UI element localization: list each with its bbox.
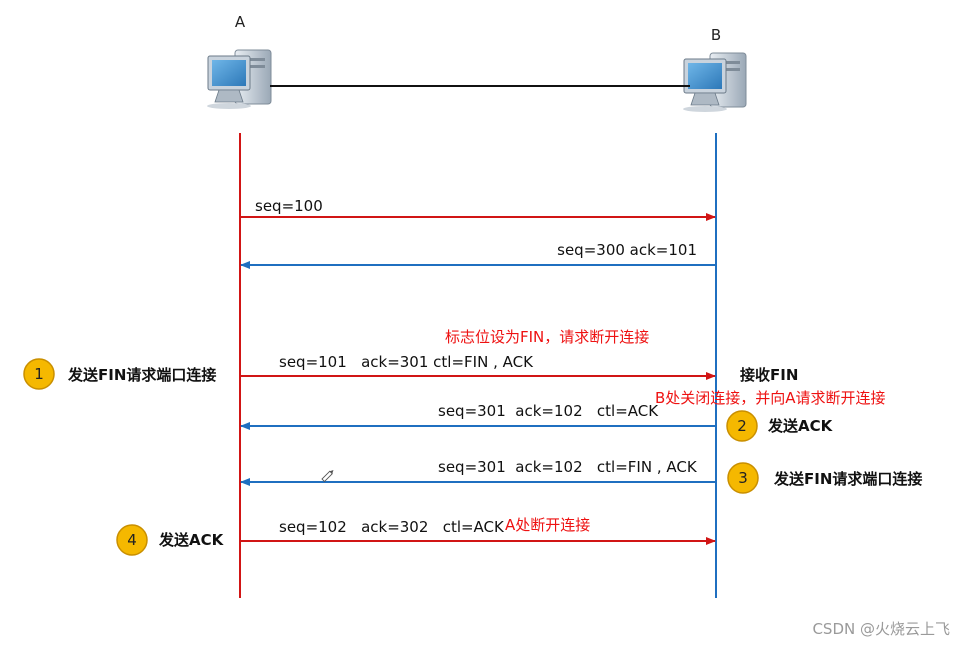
message-label: seq=100 — [255, 197, 323, 215]
step-label: 发送FIN请求端口连接 — [773, 470, 922, 488]
step-badge — [116, 524, 148, 556]
watermark: CSDN @火烧云上飞 — [812, 620, 950, 638]
step-1: 1 发送FIN请求端口连接 — [23, 358, 216, 390]
step-number: 1 — [34, 365, 44, 383]
b-close-note: B处关闭连接，并向A请求断开连接 — [655, 389, 886, 407]
step-label: 发送ACK — [767, 417, 834, 435]
step-badge — [726, 410, 758, 442]
step-badge — [23, 358, 55, 390]
step-3: 3 发送FIN请求端口连接 — [727, 462, 922, 494]
message-label: seq=301 ack=102 ctl=ACK — [438, 402, 659, 420]
computer-b-icon — [683, 52, 747, 112]
step-label: 发送FIN请求端口连接 — [67, 366, 216, 384]
step-number: 3 — [738, 469, 748, 487]
pencil-cursor-icon — [321, 469, 334, 483]
message-label: seq=101 ack=301 ctl=FIN , ACK — [279, 353, 534, 371]
step-badge — [727, 462, 759, 494]
host-a-label: A — [235, 13, 246, 31]
message-label: seq=301 ack=102 ctl=FIN , ACK — [438, 458, 698, 476]
step-label: 发送ACK — [158, 531, 225, 549]
step-number: 4 — [127, 531, 137, 549]
computer-a-icon — [207, 49, 272, 109]
step-number: 2 — [737, 417, 747, 435]
host-b-label: B — [711, 26, 721, 44]
message-label: seq=102 ack=302 ctl=ACK — [279, 518, 505, 536]
fin-flag-note: 标志位设为FIN，请求断开连接 — [445, 328, 649, 346]
step-4: 4 发送ACK — [116, 524, 225, 556]
receive-fin-label: 接收FIN — [740, 366, 798, 384]
a-close-note: A处断开连接 — [505, 516, 590, 534]
message-label: seq=300 ack=101 — [557, 241, 697, 259]
step-2: 2 发送ACK — [726, 410, 834, 442]
